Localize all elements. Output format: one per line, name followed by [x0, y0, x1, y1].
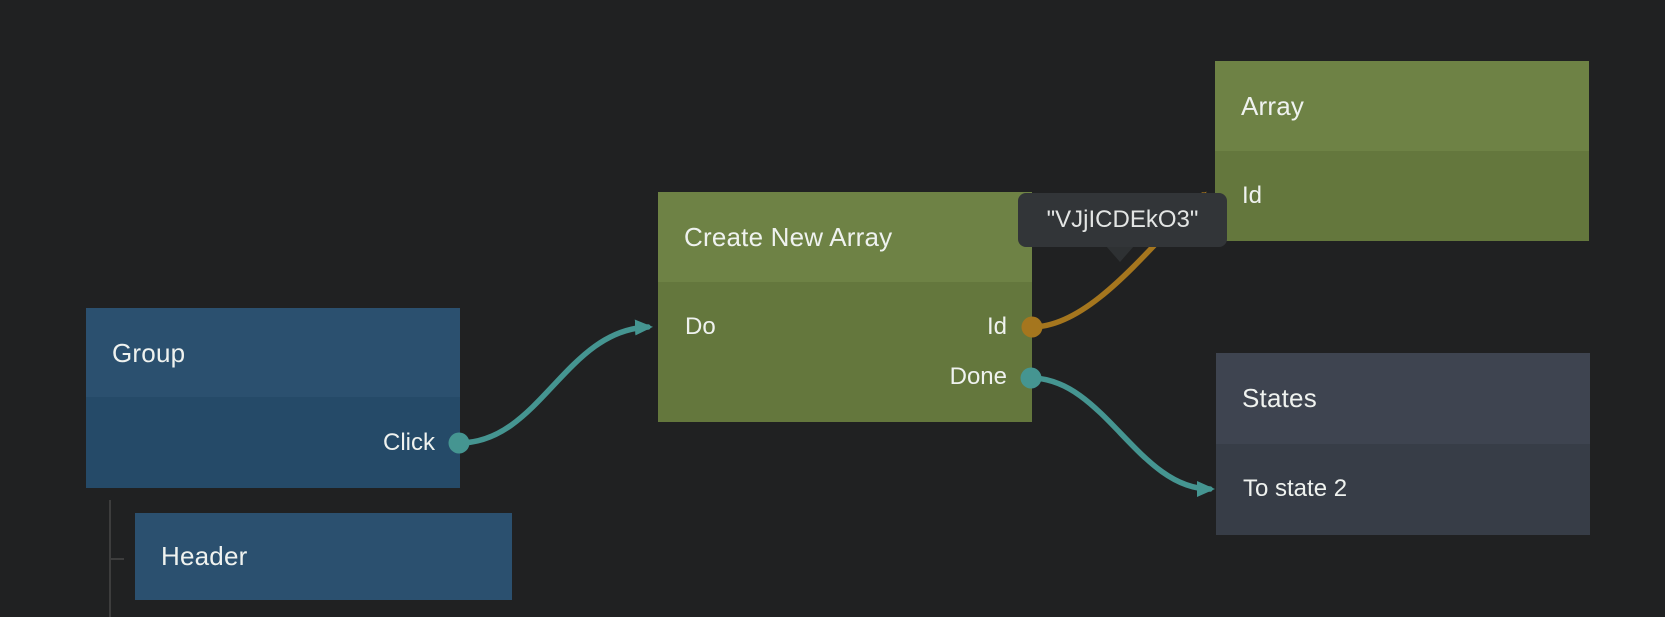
- connection-click-to-do[interactable]: [456, 319, 653, 446]
- connector-dot-done[interactable]: [1020, 367, 1042, 389]
- node-header-title: Header: [161, 541, 248, 571]
- node-header[interactable]: Header: [135, 513, 512, 600]
- connector-dot-click[interactable]: [448, 432, 470, 454]
- port-group-click[interactable]: Click: [383, 429, 435, 456]
- port-cna-id[interactable]: Id: [986, 313, 1007, 340]
- tooltip-pointer: [1106, 246, 1134, 262]
- node-create-new-array[interactable]: Create New Array Do Id Done: [658, 192, 1032, 422]
- node-array[interactable]: Array Id: [1215, 61, 1589, 241]
- node-states-ports-area: [1216, 444, 1590, 535]
- connector-dot-id[interactable]: [1021, 316, 1043, 338]
- node-group-title: Group: [112, 337, 186, 368]
- port-cna-do[interactable]: Do: [685, 313, 716, 340]
- node-states-title: States: [1242, 382, 1317, 413]
- port-array-id[interactable]: Id: [1242, 182, 1263, 209]
- node-create-new-array-ports-area: [658, 282, 1032, 422]
- node-group-ports-area: [86, 397, 460, 488]
- node-group[interactable]: Group Click: [86, 308, 460, 488]
- node-array-ports-area: [1215, 151, 1589, 241]
- node-create-new-array-title: Create New Array: [684, 221, 893, 252]
- node-array-title: Array: [1241, 90, 1305, 121]
- port-cna-done[interactable]: Done: [949, 363, 1007, 390]
- port-states-to-state-2[interactable]: To state 2: [1243, 475, 1348, 502]
- connection-done-to-state-2[interactable]: [1028, 375, 1215, 497]
- node-states[interactable]: States To state 2: [1216, 353, 1590, 535]
- connection-value-tooltip: "VJjICDEkO3": [1018, 193, 1227, 247]
- hierarchy-tree-line: [109, 500, 124, 617]
